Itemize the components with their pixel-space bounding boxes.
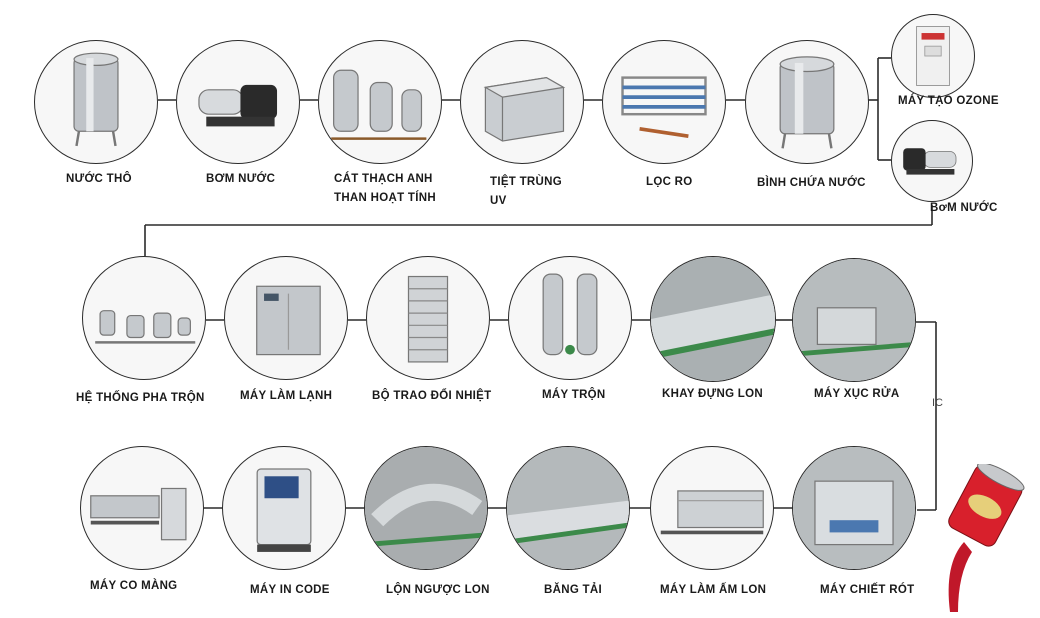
mixer-image: [508, 256, 632, 380]
label-water-pump-1: BƠM NƯỚC: [206, 173, 276, 185]
label-mixer: MÁY TRỘN: [542, 389, 606, 401]
label-sand-carbon: CÁT THẠCH ANH THAN HOẠT TÍNH: [334, 170, 436, 208]
conveyor-image: [506, 446, 630, 570]
label-uv: TIỆT TRÙNG UV: [490, 173, 562, 211]
tank-image: [34, 40, 158, 164]
label-code-printer: MÁY IN CODE: [250, 584, 330, 596]
label-can-tray: KHAY ĐỰNG LON: [662, 388, 763, 400]
ro-image: [602, 40, 726, 164]
label-rinser: MÁY XỤC RỬA: [814, 388, 900, 400]
filter-tanks-image: [318, 40, 442, 164]
label-uv-line2: UV: [490, 195, 507, 207]
label-uv-line1: TIỆT TRÙNG: [490, 176, 562, 188]
code-printer-image: [222, 446, 346, 570]
label-filler: MÁY CHIẾT RÓT: [820, 584, 915, 596]
can-tray-image: [650, 256, 776, 382]
label-conveyor: BĂNG TẢI: [544, 584, 602, 596]
filler-image: [792, 446, 916, 570]
label-ro: LỌC RO: [646, 176, 693, 188]
pump2-image: [891, 120, 973, 202]
label-sand-line2: THAN HOẠT TÍNH: [334, 192, 436, 204]
label-chiller: MÁY LÀM LẠNH: [240, 390, 333, 402]
label-sand-line1: CÁT THẠCH ANH: [334, 173, 433, 185]
can-inverter-image: [364, 446, 488, 570]
label-ozone: MÁY TẠO OZONE: [898, 95, 999, 107]
label-mixing-system: HỆ THỐNG PHA TRỘN: [76, 392, 205, 404]
label-shrink-wrapper: MÁY CO MÀNG: [90, 580, 178, 592]
uv-image: [460, 40, 584, 164]
pump-image: [176, 40, 300, 164]
pouring-can-illustration: [948, 464, 1025, 612]
chiller-image: [224, 256, 348, 380]
label-water-pump-2: BơM NƯỚC: [930, 202, 998, 214]
shrink-wrapper-image: [80, 446, 204, 570]
ozone-image: [891, 14, 975, 98]
can-warmer-image: [650, 446, 774, 570]
label-heat-exchanger: BỘ TRAO ĐỔI NHIỆT: [372, 390, 492, 402]
stray-text: IC: [932, 397, 943, 409]
storage-tank-image: [745, 40, 869, 164]
label-can-inverter: LỘN NGƯỢC LON: [386, 584, 490, 596]
rinser-image: [792, 258, 916, 382]
label-raw-water: NƯỚC THÔ: [66, 173, 132, 185]
label-can-warmer: MÁY LÀM ẤM LON: [660, 584, 767, 596]
label-storage-tank: BÌNH CHỨA NƯỚC: [757, 177, 866, 189]
mixing-system-image: [82, 256, 206, 380]
heat-exchanger-image: [366, 256, 490, 380]
